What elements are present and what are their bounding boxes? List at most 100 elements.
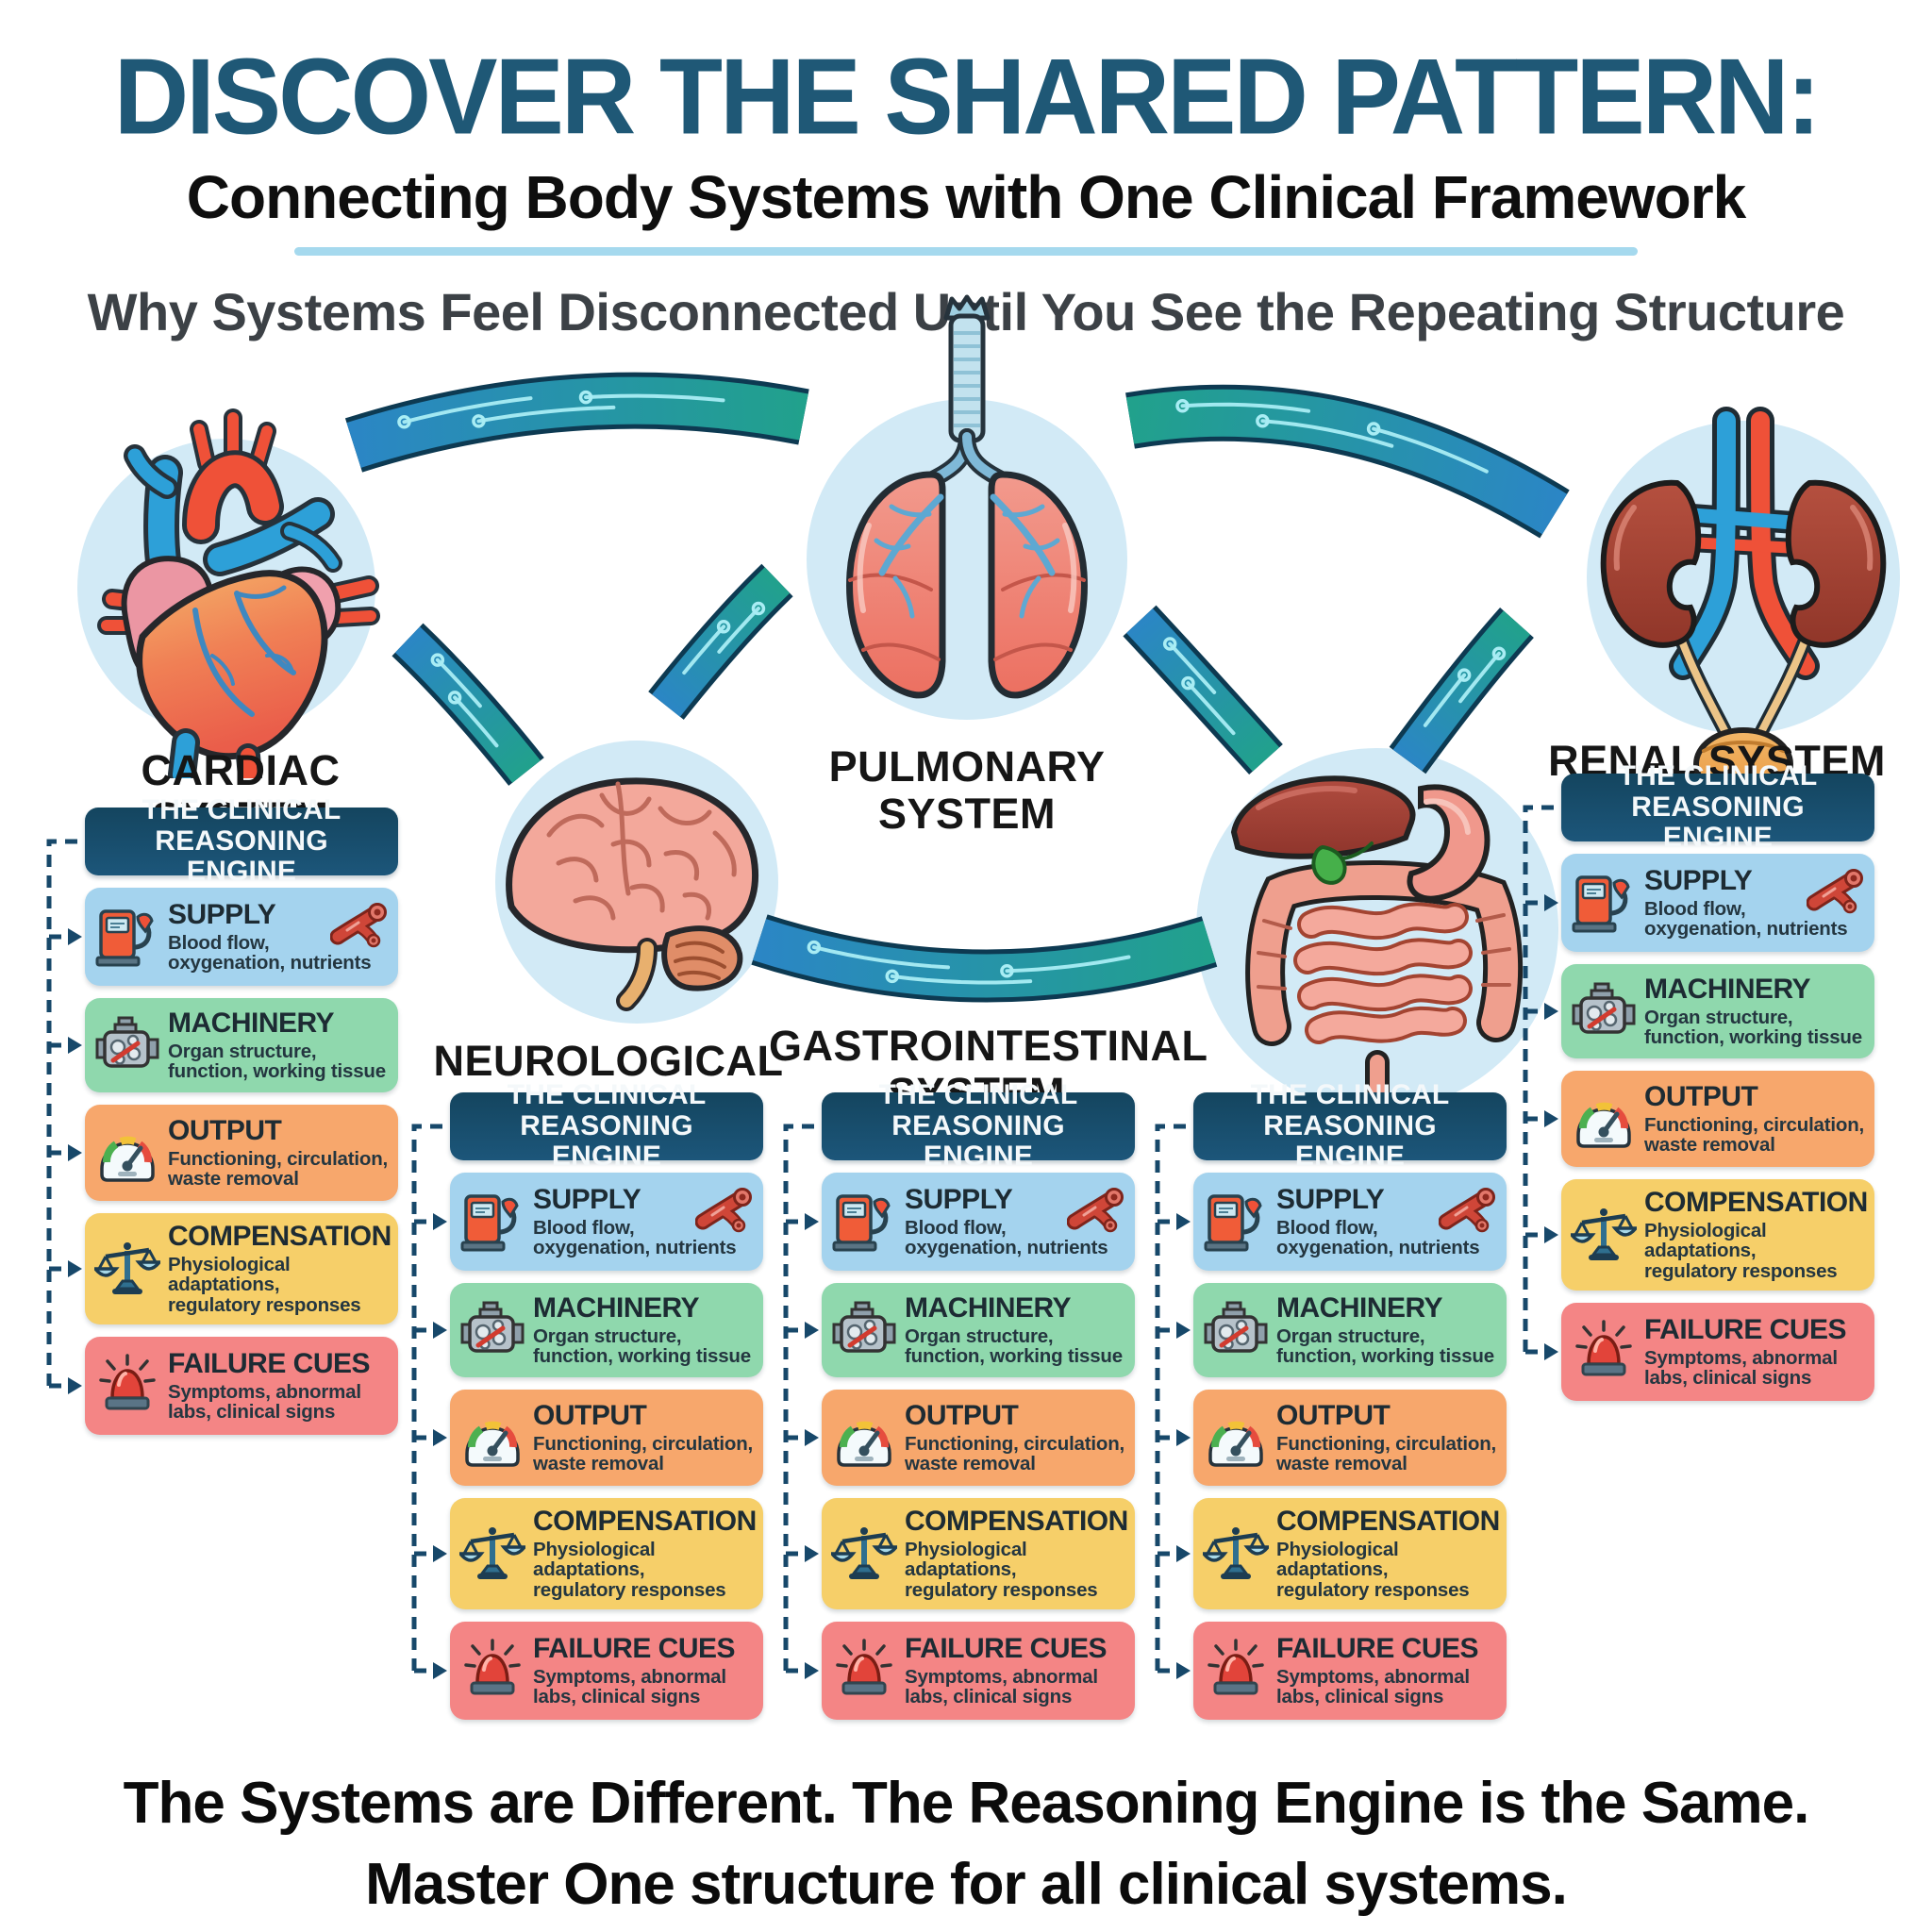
balance-scale-icon bbox=[459, 1521, 525, 1587]
box-title: COMPENSATION bbox=[1644, 1187, 1868, 1219]
box-description: Functioning, circulation, waste removal bbox=[1644, 1113, 1865, 1157]
box-description: Organ structure, function, working tissu… bbox=[168, 1040, 386, 1083]
box-description: Organ structure, function, working tissu… bbox=[533, 1324, 751, 1368]
box-title: COMPENSATION bbox=[1276, 1506, 1500, 1538]
gauge-icon bbox=[94, 1120, 160, 1186]
box-title: OUTPUT bbox=[1644, 1081, 1758, 1113]
box-title: SUPPLY bbox=[905, 1184, 1013, 1216]
box-description: Blood flow, oxygenation, nutrients bbox=[1276, 1216, 1480, 1259]
box-description: Symptoms, abnormal labs, clinical signs bbox=[168, 1380, 361, 1424]
box-title: MACHINERY bbox=[533, 1292, 700, 1324]
pulmonary-engine-header: THE CLINICAL REASONING ENGINE bbox=[1193, 1080, 1507, 1172]
siren-icon bbox=[1571, 1319, 1637, 1385]
engine-icon bbox=[1203, 1297, 1269, 1363]
box-description: Organ structure, function, working tissu… bbox=[1644, 1006, 1862, 1049]
blood-vessel-icon bbox=[1807, 863, 1867, 914]
box-title: FAILURE CUES bbox=[1276, 1633, 1479, 1665]
gauge-icon bbox=[1203, 1405, 1269, 1471]
engine-icon bbox=[1571, 978, 1637, 1044]
blood-vessel-icon bbox=[330, 897, 391, 948]
box-description: Organ structure, function, working tissu… bbox=[905, 1324, 1123, 1368]
renal-engine-header: THE CLINICAL REASONING ENGINE bbox=[1561, 761, 1874, 853]
lungs-illustration bbox=[788, 288, 1146, 745]
page-title: DISCOVER THE SHARED PATTERN: bbox=[113, 36, 1821, 158]
box-title: OUTPUT bbox=[533, 1400, 647, 1432]
balance-scale-icon bbox=[1203, 1521, 1269, 1587]
box-title: SUPPLY bbox=[1276, 1184, 1385, 1216]
box-title: SUPPLY bbox=[168, 899, 276, 931]
box-description: Physiological adaptations, regulatory re… bbox=[1644, 1219, 1838, 1283]
box-title: MACHINERY bbox=[1276, 1292, 1443, 1324]
cardiac-engine-header: THE CLINICAL REASONING ENGINE bbox=[85, 795, 398, 887]
gastrointestinal-engine-header: THE CLINICAL REASONING ENGINE bbox=[822, 1080, 1135, 1172]
box-title: OUTPUT bbox=[168, 1115, 282, 1147]
box-title: COMPENSATION bbox=[168, 1221, 391, 1253]
gauge-icon bbox=[459, 1405, 525, 1471]
engine-icon bbox=[459, 1297, 525, 1363]
footer-line-2: Master One structure for all clinical sy… bbox=[365, 1852, 1568, 1917]
balance-scale-icon bbox=[831, 1521, 897, 1587]
box-title: FAILURE CUES bbox=[533, 1633, 736, 1665]
footer-line-1: The Systems are Different. The Reasoning… bbox=[123, 1771, 1810, 1836]
gauge-icon bbox=[831, 1405, 897, 1471]
siren-icon bbox=[94, 1353, 160, 1419]
box-description: Symptoms, abnormal labs, clinical signs bbox=[905, 1665, 1098, 1708]
box-title: OUTPUT bbox=[1276, 1400, 1391, 1432]
balance-scale-icon bbox=[94, 1236, 160, 1302]
box-description: Symptoms, abnormal labs, clinical signs bbox=[1644, 1346, 1838, 1390]
neurological-engine-header: THE CLINICAL REASONING ENGINE bbox=[450, 1080, 763, 1172]
box-description: Symptoms, abnormal labs, clinical signs bbox=[533, 1665, 726, 1708]
box-title: MACHINERY bbox=[905, 1292, 1072, 1324]
fuel-pump-icon bbox=[831, 1189, 897, 1255]
gi-tract-illustration bbox=[1179, 726, 1575, 1132]
fuel-pump-icon bbox=[1203, 1189, 1269, 1255]
divider-line bbox=[294, 247, 1638, 256]
box-title: COMPENSATION bbox=[905, 1506, 1128, 1538]
box-title: FAILURE CUES bbox=[168, 1348, 371, 1380]
fuel-pump-icon bbox=[1571, 870, 1637, 936]
siren-icon bbox=[1203, 1638, 1269, 1704]
box-description: Physiological adaptations, regulatory re… bbox=[905, 1538, 1098, 1602]
box-description: Functioning, circulation, waste removal bbox=[533, 1432, 754, 1475]
engine-icon bbox=[831, 1297, 897, 1363]
balance-scale-icon bbox=[1571, 1202, 1637, 1268]
box-title: FAILURE CUES bbox=[1644, 1314, 1847, 1346]
box-description: Blood flow, oxygenation, nutrients bbox=[1644, 897, 1848, 941]
heart-illustration bbox=[52, 373, 401, 789]
pulmonary-system-label: PULMONARY SYSTEM bbox=[828, 742, 1106, 839]
blood-vessel-icon bbox=[695, 1182, 756, 1233]
box-description: Blood flow, oxygenation, nutrients bbox=[905, 1216, 1108, 1259]
box-description: Symptoms, abnormal labs, clinical signs bbox=[1276, 1665, 1470, 1708]
box-description: Physiological adaptations, regulatory re… bbox=[533, 1538, 726, 1602]
box-title: COMPENSATION bbox=[533, 1506, 757, 1538]
siren-icon bbox=[831, 1638, 897, 1704]
page-subtitle: Connecting Body Systems with One Clinica… bbox=[186, 163, 1746, 231]
brain-illustration bbox=[462, 722, 811, 1042]
